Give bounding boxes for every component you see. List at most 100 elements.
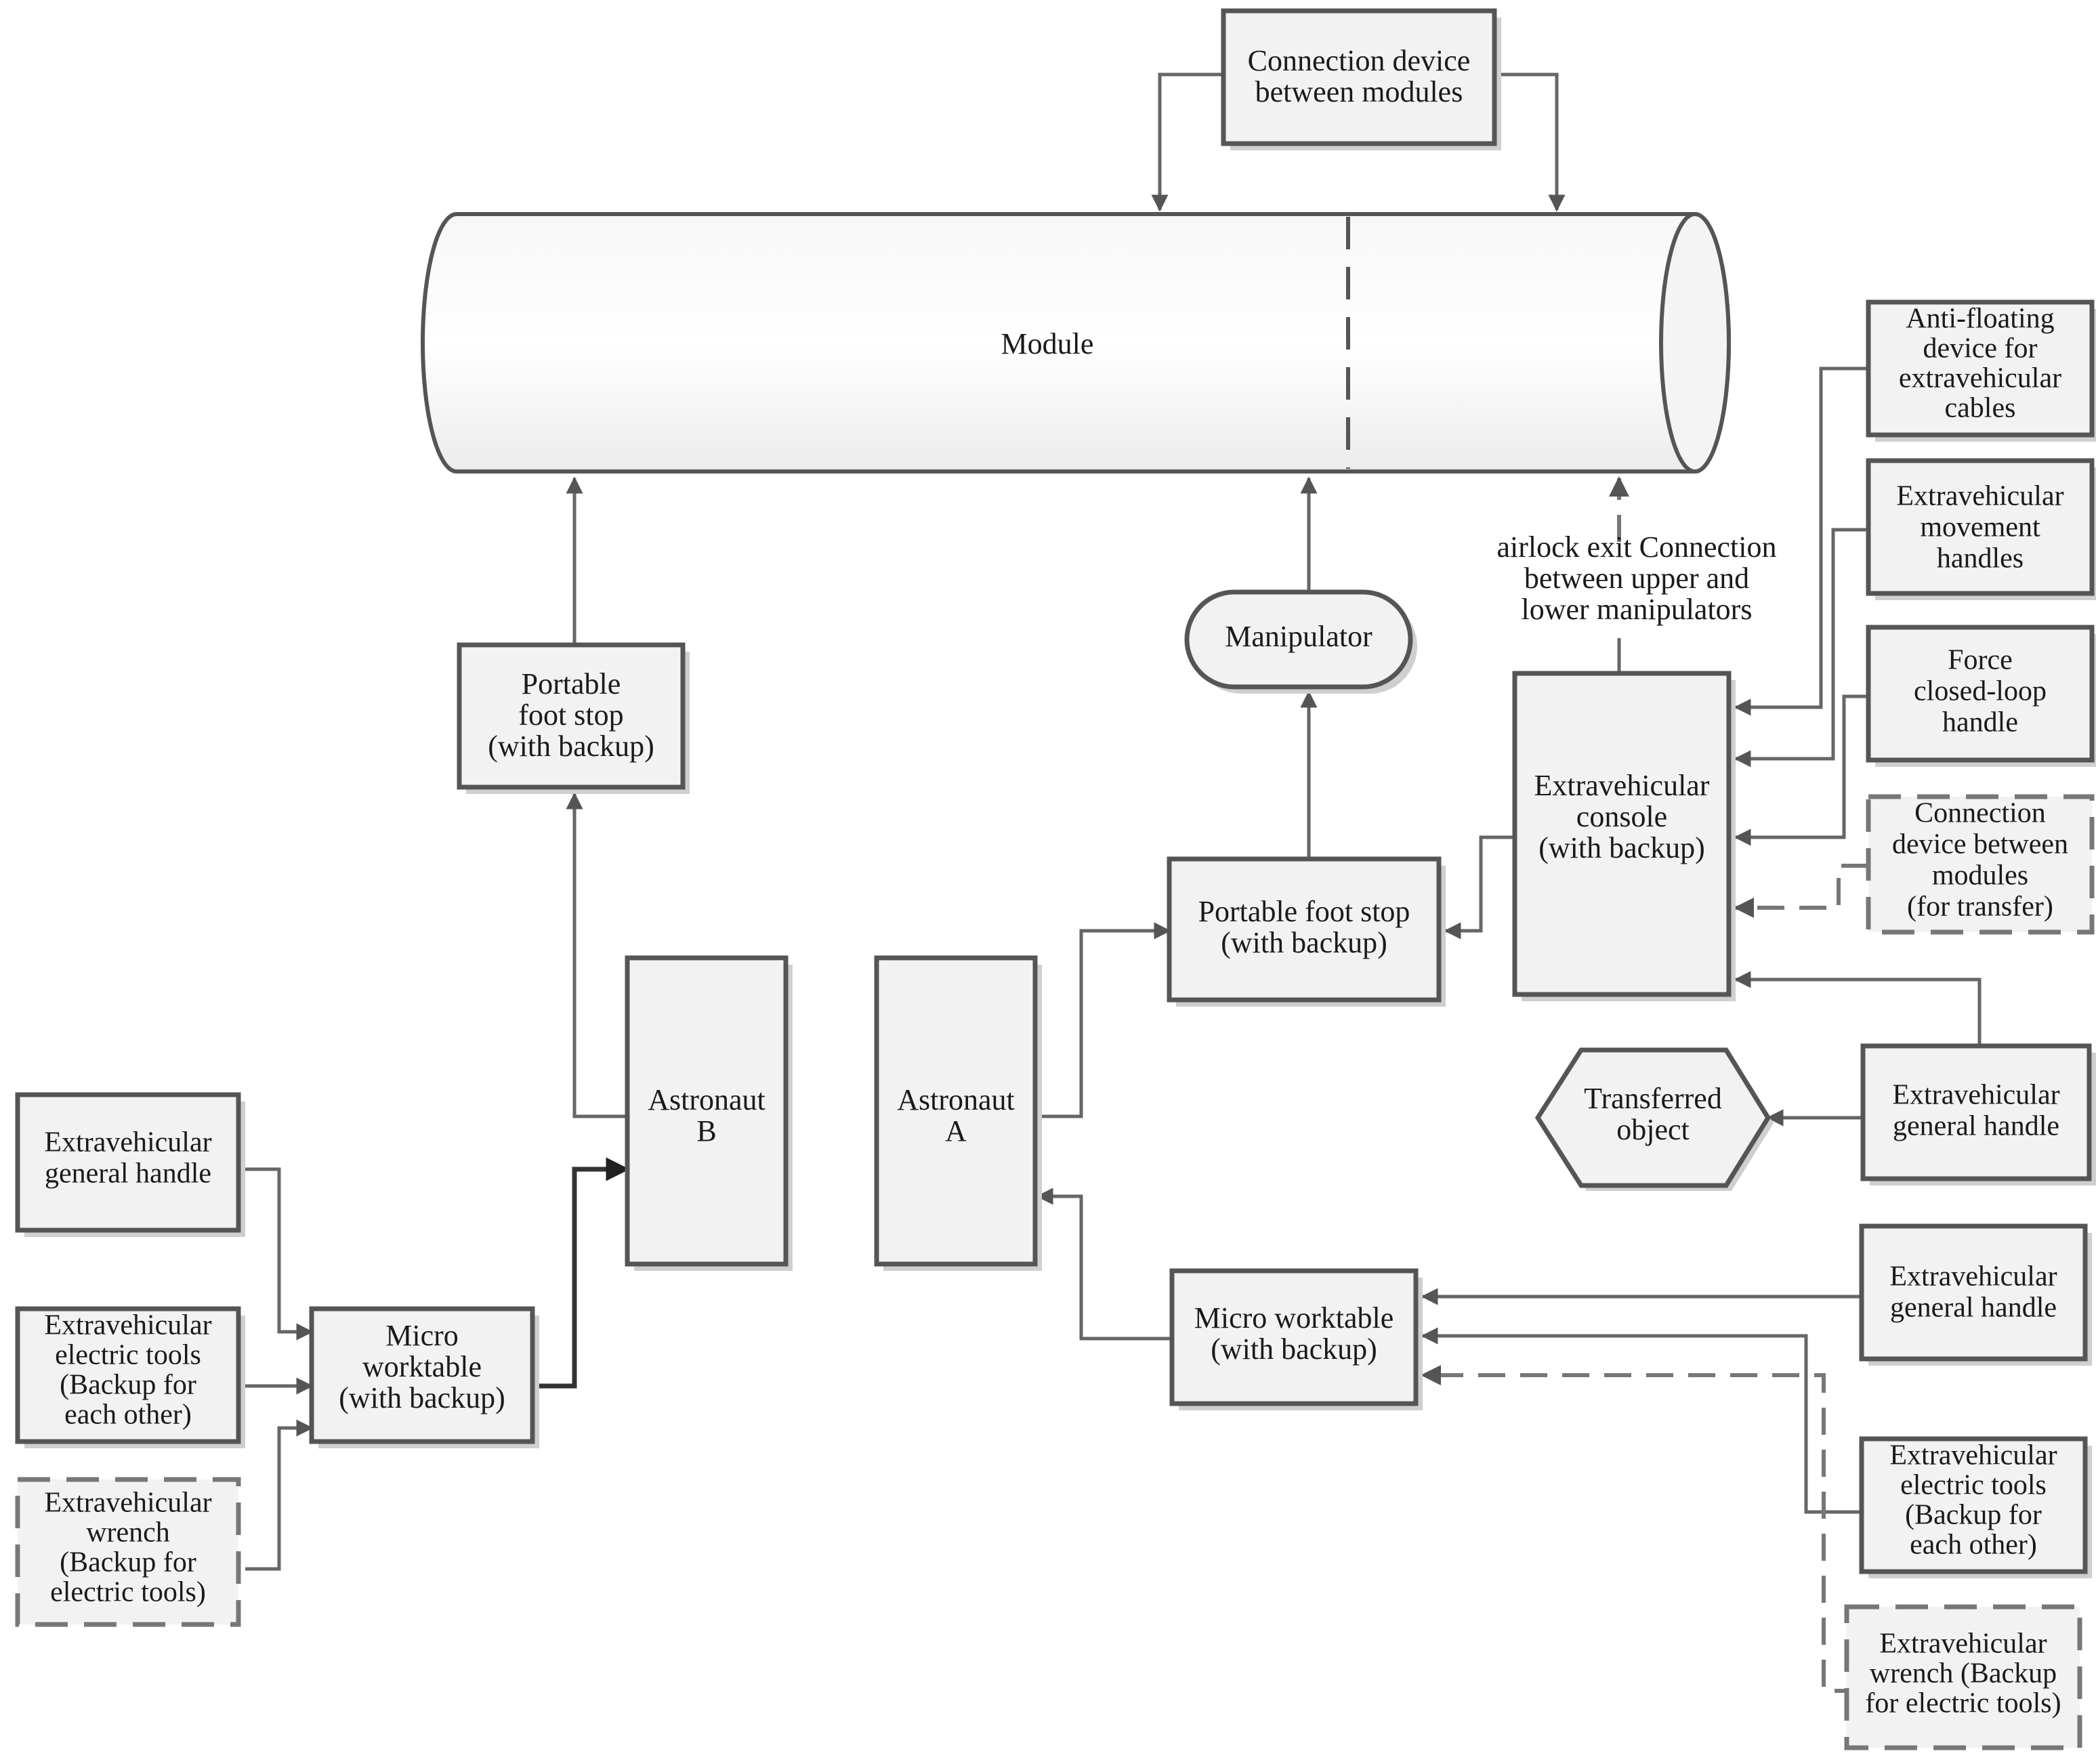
astronaut-a-line2: A bbox=[945, 1114, 967, 1148]
wrench-right-line3: for electric tools) bbox=[1865, 1688, 2061, 1719]
general-handle-right-bottom: Extravehicular general handle bbox=[1859, 1223, 2092, 1366]
anti-floating-device: Anti-floating device for extravehicular … bbox=[1866, 299, 2096, 442]
foot-stop-b-line2: foot stop bbox=[518, 698, 623, 732]
electric-tools-right-line3: (Backup for bbox=[1905, 1500, 2042, 1531]
general-handle-left-line2: general handle bbox=[45, 1158, 211, 1190]
connector-electric-tools-worktable-a bbox=[1421, 1327, 1862, 1514]
astronaut-a-line1: Astronaut bbox=[897, 1083, 1015, 1116]
connector-transfer-console bbox=[1734, 864, 1868, 918]
connector-wrench-worktable-a bbox=[1421, 1365, 1862, 1693]
connection-device-top-line1: Connection device bbox=[1248, 44, 1471, 77]
movement-handles-line1: Extravehicular bbox=[1896, 481, 2063, 512]
movement-handles: Extravehicular movement handles bbox=[1866, 458, 2096, 600]
airlock-label-line2: between upper and bbox=[1524, 562, 1749, 595]
force-handle-line3: handle bbox=[1942, 707, 2018, 738]
connection-transfer-line3: modules bbox=[1932, 860, 2028, 891]
manipulator-label: Manipulator bbox=[1225, 620, 1372, 653]
console-line3: (with backup) bbox=[1538, 831, 1705, 864]
connection-device-top-line2: between modules bbox=[1255, 75, 1463, 108]
wrench-right-line1: Extravehicular bbox=[1879, 1629, 2047, 1660]
wrench-left: Extravehicular wrench (Backup for electr… bbox=[15, 1477, 241, 1627]
connection-transfer-line4: (for transfer) bbox=[1907, 891, 2053, 923]
connector-top-left bbox=[1151, 72, 1223, 212]
connector-force-console bbox=[1734, 694, 1868, 846]
connection-transfer-line2: device between bbox=[1892, 829, 2068, 860]
connector-worktable-b-astronaut-b bbox=[539, 1157, 630, 1389]
foot-stop-b-line3: (with backup) bbox=[488, 730, 654, 763]
astronaut-b: Astronaut B bbox=[625, 955, 793, 1271]
worktable-b-line3: (with backup) bbox=[339, 1381, 505, 1414]
worktable-b-line1: Micro bbox=[385, 1319, 459, 1352]
electric-tools-right-line4: each other) bbox=[1910, 1530, 2037, 1561]
connector-astronaut-a-footstop bbox=[1038, 922, 1171, 1118]
general-handle-right-bottom-line1: Extravehicular bbox=[1889, 1261, 2057, 1293]
wrench-left-line3: (Backup for bbox=[60, 1547, 196, 1578]
console-line2: console bbox=[1576, 800, 1667, 833]
connection-device-top: Connection device between modules bbox=[1221, 8, 1501, 150]
connector-anti-floating-console bbox=[1734, 366, 1868, 716]
anti-floating-line2: device for bbox=[1923, 333, 2037, 364]
airlock-label: airlock exit Connection between upper an… bbox=[1497, 530, 1777, 626]
electric-tools-left-line4: each other) bbox=[64, 1400, 192, 1431]
electric-tools-left-line1: Extravehicular bbox=[44, 1310, 211, 1341]
manipulator: Manipulator bbox=[1184, 589, 1417, 694]
connector-top-right bbox=[1489, 72, 1566, 212]
connector-movement-console bbox=[1734, 528, 1868, 768]
micro-worktable-b: Micro worktable (with backup) bbox=[309, 1306, 539, 1448]
connectors bbox=[245, 72, 1982, 1693]
wrench-left-line4: electric tools) bbox=[50, 1577, 206, 1608]
foot-stop-b-line1: Portable bbox=[522, 667, 621, 700]
transferred-object-line2: object bbox=[1616, 1113, 1690, 1146]
force-handle-line1: Force bbox=[1948, 645, 2013, 676]
console-line1: Extravehicular bbox=[1534, 769, 1710, 802]
general-handle-left-line1: Extravehicular bbox=[44, 1127, 211, 1158]
movement-handles-line2: movement bbox=[1920, 512, 2040, 543]
connector-astronaut-b-footstop bbox=[566, 792, 627, 1118]
micro-worktable-a: Micro worktable (with backup) bbox=[1169, 1268, 1423, 1410]
connector-handle-console bbox=[1734, 971, 1982, 1046]
foot-stop-b: Portable foot stop (with backup) bbox=[457, 642, 690, 794]
wrench-left-line2: wrench bbox=[86, 1517, 170, 1549]
force-closed-loop-handle: Force closed-loop handle bbox=[1866, 625, 2096, 767]
wrench-right: Extravehicular wrench (Backup for electr… bbox=[1844, 1604, 2082, 1750]
general-handle-right-top-line2: general handle bbox=[1893, 1111, 2059, 1142]
transferred-object: Transferred object bbox=[1534, 1047, 1774, 1191]
electric-tools-left-line3: (Backup for bbox=[60, 1370, 196, 1401]
airlock-label-line1: airlock exit Connection bbox=[1497, 530, 1777, 564]
connector-worktable-a-astronaut-a bbox=[1036, 1188, 1172, 1341]
connector-wrench-worktable-b bbox=[245, 1419, 314, 1571]
transferred-object-line1: Transferred bbox=[1584, 1082, 1722, 1115]
general-handle-right-top: Extravehicular general handle bbox=[1860, 1043, 2096, 1185]
astronaut-a: Astronaut A bbox=[874, 955, 1042, 1271]
general-handle-right-bottom-line2: general handle bbox=[1890, 1293, 2057, 1324]
force-handle-line2: closed-loop bbox=[1914, 676, 2047, 707]
connector-console-footstop-a bbox=[1444, 835, 1515, 940]
worktable-b-line2: worktable bbox=[362, 1350, 482, 1383]
anti-floating-line3: extravehicular bbox=[1899, 363, 2061, 394]
astronaut-b-line2: B bbox=[696, 1114, 716, 1148]
electric-tools-left: Extravehicular electric tools (Backup fo… bbox=[15, 1306, 245, 1448]
wrench-right-line2: wrench (Backup bbox=[1870, 1658, 2057, 1689]
connection-device-transfer: Connection device between modules (for t… bbox=[1866, 794, 2095, 935]
astronaut-b-line1: Astronaut bbox=[648, 1083, 766, 1116]
connection-transfer-line1: Connection bbox=[1914, 798, 2046, 829]
wrench-left-line1: Extravehicular bbox=[44, 1488, 211, 1519]
anti-floating-line4: cables bbox=[1945, 393, 2016, 424]
electric-tools-right: Extravehicular electric tools (Backup fo… bbox=[1859, 1436, 2092, 1578]
electric-tools-left-line2: electric tools bbox=[55, 1340, 201, 1371]
worktable-a-line2: (with backup) bbox=[1211, 1332, 1377, 1366]
worktable-a-line1: Micro worktable bbox=[1194, 1301, 1393, 1335]
foot-stop-a-line2: (with backup) bbox=[1221, 926, 1387, 959]
general-handle-left: Extravehicular general handle bbox=[15, 1092, 245, 1237]
connector-general-handle-worktable-b bbox=[245, 1167, 314, 1341]
movement-handles-line3: handles bbox=[1937, 543, 2024, 574]
airlock-label-line3: lower manipulators bbox=[1522, 593, 1753, 626]
general-handle-right-top-line1: Extravehicular bbox=[1892, 1080, 2059, 1111]
foot-stop-a: Portable foot stop (with backup) bbox=[1167, 856, 1446, 1007]
module-cylinder: Module bbox=[421, 212, 1731, 474]
electric-tools-right-line2: electric tools bbox=[1900, 1470, 2047, 1501]
module-label: Module bbox=[1001, 327, 1094, 360]
anti-floating-line1: Anti-floating bbox=[1906, 303, 2054, 335]
electric-tools-right-line1: Extravehicular bbox=[1889, 1440, 2057, 1471]
